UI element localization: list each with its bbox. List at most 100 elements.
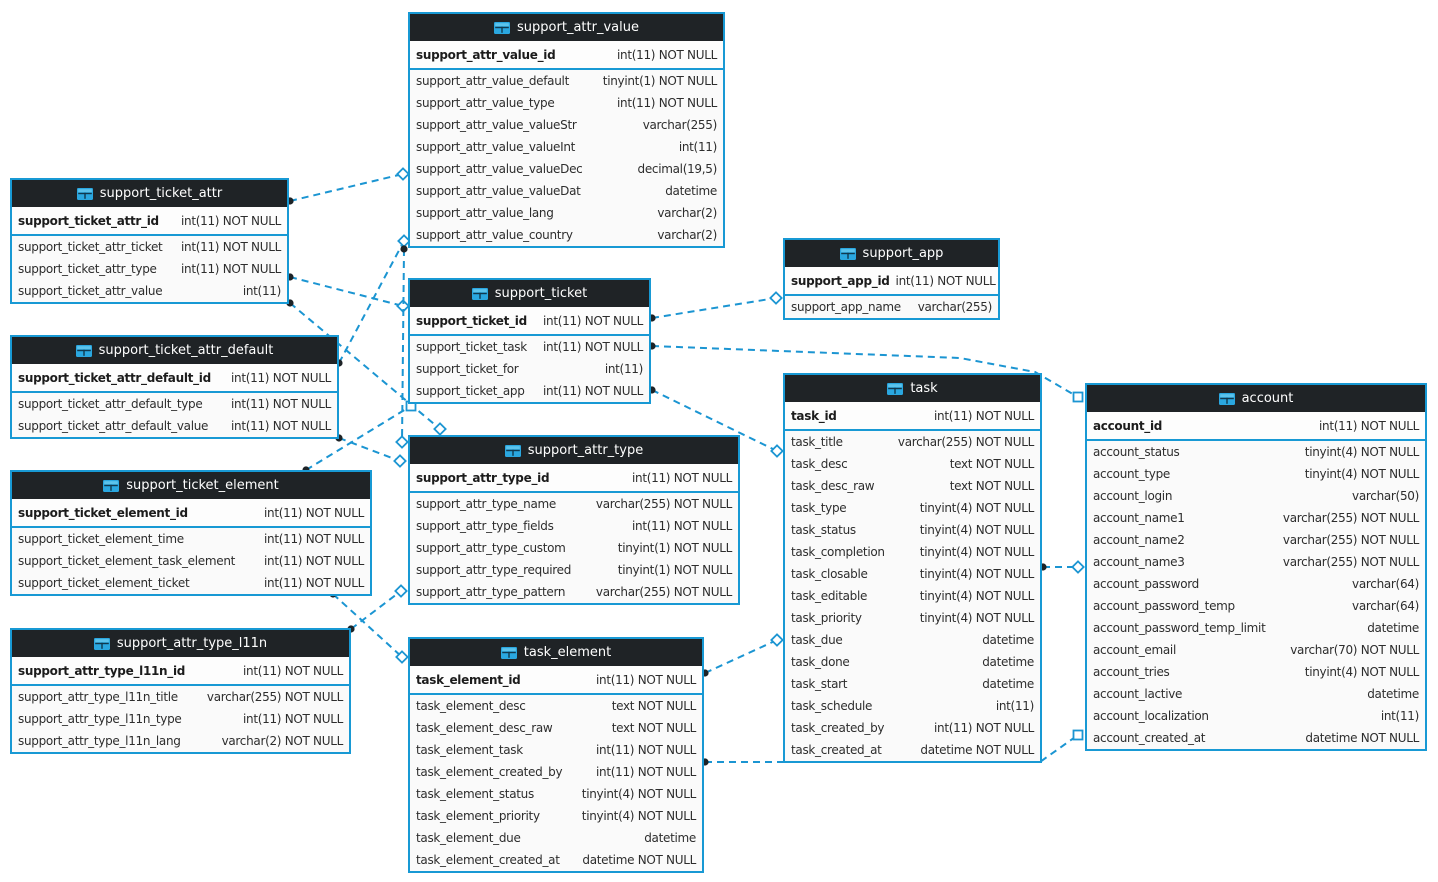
column-type: int(11) NOT NULL (543, 384, 643, 398)
column-type: datetime NOT NULL (582, 853, 696, 867)
table-icon (839, 247, 856, 260)
column-type: int(11) NOT NULL (231, 370, 331, 385)
column-type: datetime (982, 633, 1034, 647)
column-name: support_ticket_task (416, 340, 527, 354)
table-icon-glyph (76, 187, 93, 200)
column-type: int(11) (995, 699, 1034, 713)
column-type: varchar(64) (1352, 599, 1419, 613)
fk-dot-marker (400, 245, 408, 253)
column-name: support_ticket_element_id (18, 505, 188, 520)
table-header: support_attr_type_l11n (12, 630, 349, 657)
column-name: support_attr_value_valueDec (416, 162, 583, 176)
column-name: account_tries (1093, 665, 1170, 679)
column-name: account_password_temp (1093, 599, 1235, 613)
relationship-line-support_ticket-to-support_app (651, 297, 777, 319)
column-name: account_email (1093, 643, 1177, 657)
column-type: int(11) NOT NULL (596, 672, 696, 687)
column-type: tinyint(4) NOT NULL (919, 611, 1035, 625)
table-support_attr_type_l11n[interactable]: support_attr_type_l11n support_attr_type_… (10, 628, 351, 754)
table-title: task_element (523, 645, 612, 660)
column-name: task_desc_raw (791, 479, 875, 493)
column-name: task_element_desc (416, 699, 526, 713)
column-type: int(11) (678, 140, 717, 154)
column-type: tinyint(4) NOT NULL (919, 523, 1035, 537)
column-name: task_priority (791, 611, 862, 625)
table-title: support_attr_type (527, 443, 644, 458)
column-name: account_password (1093, 577, 1199, 591)
relationship-line-support_ticket_element-to-support_ticket (305, 405, 412, 471)
column-type: int(11) NOT NULL (264, 532, 364, 546)
column-name: support_attr_type_l11n_type (18, 712, 182, 726)
column-type: datetime (1367, 621, 1419, 635)
column-name: support_attr_type_id (416, 470, 550, 485)
table-header: support_attr_value (410, 14, 723, 41)
table-title: support_ticket_attr_default (98, 343, 274, 358)
column-type: int(11) NOT NULL (181, 240, 281, 254)
column-name: task_element_created_by (416, 765, 563, 779)
column-name: support_attr_type_custom (416, 541, 566, 555)
column-name: task_status (791, 523, 856, 537)
column-name: support_attr_type_l11n_title (18, 690, 178, 704)
table-icon-glyph (75, 344, 92, 357)
column-name: task_done (791, 655, 850, 669)
column-name: support_app_name (791, 300, 901, 314)
table-icon (471, 287, 488, 300)
column-name: task_start (791, 677, 848, 691)
column-type: varchar(64) (1352, 577, 1419, 591)
column-name: task_element_task (416, 743, 523, 757)
column-type: int(11) NOT NULL (243, 663, 343, 678)
column-row: task_priority tinyint(4) NOT NULL (785, 607, 1040, 629)
table-title: support_app (862, 246, 944, 261)
column-name: task_desc (791, 457, 848, 471)
column-type: int(11) NOT NULL (895, 273, 996, 288)
column-name: support_ticket_element_ticket (18, 576, 190, 590)
relationship-line-support_ticket-to-account (651, 345, 1079, 398)
column-type: int(11) NOT NULL (1319, 418, 1419, 433)
column-name: support_ticket_element_task_element (18, 554, 236, 568)
table-header: account (1087, 385, 1425, 412)
column-type: varchar(50) (1352, 489, 1419, 503)
column-name: account_lactive (1093, 687, 1183, 701)
table-title: support_attr_type_l11n (116, 636, 268, 651)
table-title: task (910, 381, 938, 396)
column-name: task_element_priority (416, 809, 540, 823)
column-name: support_ticket_attr_value (18, 284, 163, 298)
column-type: tinyint(4) NOT NULL (581, 787, 697, 801)
